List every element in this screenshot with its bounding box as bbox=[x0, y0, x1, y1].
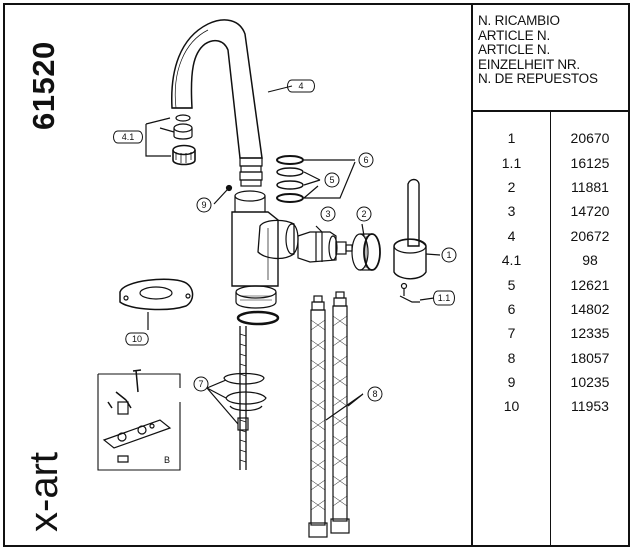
header-line: EINZELHEIT NR. bbox=[478, 56, 580, 72]
table-row: 1.1 16125 bbox=[473, 150, 630, 174]
header-line: N. RICAMBIO bbox=[478, 13, 560, 28]
table-row: 1 20670 bbox=[473, 126, 630, 150]
grub-screw-part bbox=[399, 282, 435, 303]
part-position: 10 bbox=[503, 398, 520, 415]
part-code: 14802 bbox=[570, 300, 610, 317]
lever-handle-part bbox=[393, 178, 441, 280]
callout-4-1: 4.1 bbox=[122, 132, 135, 142]
column-divider bbox=[550, 112, 551, 547]
table-row: 8 18057 bbox=[473, 346, 630, 370]
table-row: 7 12335 bbox=[473, 321, 630, 345]
table-row: 3 14720 bbox=[473, 199, 630, 223]
callout-labels bbox=[113, 79, 457, 402]
table-divider bbox=[471, 3, 473, 547]
table-row: 9 10235 bbox=[473, 370, 630, 394]
part-position: 3 bbox=[507, 203, 516, 220]
part-position: 2 bbox=[507, 178, 516, 195]
part-code: 10235 bbox=[570, 374, 610, 391]
base-o-ring-part bbox=[236, 310, 280, 326]
part-position: 6 bbox=[507, 300, 516, 317]
part-position: 7 bbox=[507, 325, 516, 342]
part-code: 20670 bbox=[570, 130, 610, 147]
callout-10: 10 bbox=[132, 334, 142, 344]
part-position: 5 bbox=[507, 276, 516, 293]
callout-3: 3 bbox=[325, 209, 330, 219]
part-position: 1 bbox=[507, 130, 516, 147]
header-line: ARTICLE N. bbox=[478, 27, 551, 43]
ring-nut-part bbox=[351, 223, 381, 271]
callout-7: 7 bbox=[198, 379, 203, 389]
part-code: 18057 bbox=[570, 349, 610, 366]
header-line: ARTICLE N. bbox=[478, 42, 551, 57]
header-divider bbox=[471, 110, 630, 112]
table-row: 4 20672 bbox=[473, 224, 630, 248]
part-code: 16125 bbox=[570, 154, 610, 171]
part-position: 8 bbox=[507, 349, 516, 366]
part-code: 14720 bbox=[570, 203, 610, 220]
callout-5: 5 bbox=[329, 175, 334, 185]
part-code: 20672 bbox=[570, 227, 610, 244]
table-row: 6 14802 bbox=[473, 297, 630, 321]
fixing-kit-part bbox=[206, 326, 267, 470]
part-position: 1.1 bbox=[501, 154, 522, 171]
o-rings-part bbox=[276, 155, 356, 203]
callout-6: 6 bbox=[363, 155, 368, 165]
mixer-body-part bbox=[213, 184, 299, 287]
callout-1: 1 bbox=[446, 250, 451, 260]
kit-label-b: B bbox=[164, 455, 170, 465]
cartridge-part bbox=[297, 225, 353, 263]
part-code: 12335 bbox=[570, 325, 610, 342]
callout-1-1: 1.1 bbox=[438, 293, 451, 303]
fixing-kit-box bbox=[97, 369, 181, 471]
part-code: 98 bbox=[582, 252, 598, 269]
callout-9: 9 bbox=[201, 200, 206, 210]
parts-table-header: N. RICAMBIO ARTICLE N. ARTICLE N. EINZEL… bbox=[478, 13, 628, 87]
part-code: 11953 bbox=[571, 398, 609, 415]
header-line: N. DE REPUESTOS bbox=[478, 71, 598, 86]
callout-8: 8 bbox=[372, 389, 377, 399]
callout-2: 2 bbox=[361, 209, 366, 219]
part-code: 11881 bbox=[571, 178, 609, 195]
part-position: 4.1 bbox=[501, 252, 522, 269]
table-row: 5 12621 bbox=[473, 272, 630, 296]
aerator-part bbox=[145, 114, 196, 166]
spout-part bbox=[171, 19, 263, 187]
table-row: 10 11953 bbox=[473, 394, 630, 418]
part-position: 9 bbox=[507, 374, 516, 391]
base-gasket-part bbox=[119, 278, 194, 330]
flexible-hoses-part bbox=[308, 291, 364, 538]
table-row: 4.1 98 bbox=[473, 248, 630, 272]
table-row: 2 11881 bbox=[473, 175, 630, 199]
callout-numbers: 4 4.1 6 5 9 3 2 1 1.1 10 7 8 B bbox=[122, 81, 452, 465]
part-code: 12621 bbox=[570, 276, 610, 293]
base-ring-part bbox=[235, 285, 277, 309]
sheet-frame bbox=[3, 3, 630, 547]
callout-4: 4 bbox=[298, 81, 303, 91]
parts-table: 1 20670 1.1 16125 2 11881 3 14720 4 20672 4.1… bbox=[473, 126, 630, 419]
part-position: 4 bbox=[507, 227, 516, 244]
